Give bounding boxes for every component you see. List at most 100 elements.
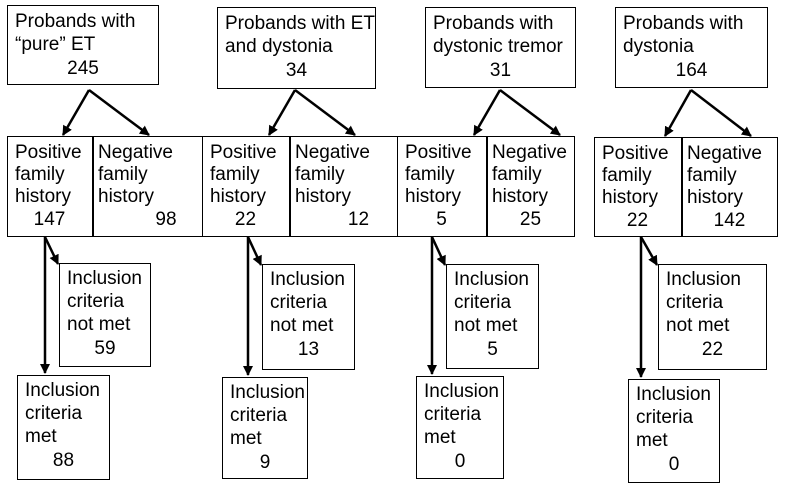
- proband-label-line2: “pure” ET: [15, 34, 96, 55]
- arrow-to-criteria-not-met: [43, 236, 60, 265]
- met-count: 0: [454, 451, 466, 472]
- positive-label-line2: family: [602, 165, 652, 186]
- met-count: 88: [52, 450, 75, 471]
- met-label-line1: Inclusion: [25, 380, 100, 401]
- positive-label-line3: history: [210, 186, 266, 207]
- not-met-label-line1: Inclusion: [270, 269, 345, 290]
- proband-count: 31: [489, 60, 512, 81]
- family-history-box-4: [594, 137, 778, 237]
- negative-label-line2: family: [687, 165, 737, 186]
- negative-label-line3: history: [687, 187, 743, 208]
- proband-label-line1: Probands with: [433, 13, 554, 34]
- family-history-divider: [92, 136, 94, 237]
- negative-label-line1: Negative: [98, 142, 173, 163]
- criteria-met-box-1: [17, 375, 110, 480]
- not-met-label-line1: Inclusion: [67, 268, 142, 289]
- positive-label-line1: Positive: [602, 143, 669, 164]
- arrow-to-positive: [663, 89, 693, 137]
- met-label-line1: Inclusion: [230, 382, 305, 403]
- negative-label-line2: family: [492, 164, 542, 185]
- criteria-not-met-box-4: [658, 264, 767, 370]
- proband-box-3: [425, 7, 576, 88]
- negative-label-line2: family: [295, 164, 345, 185]
- met-count: 9: [259, 452, 271, 473]
- not-met-label-line3: not met: [270, 315, 334, 336]
- proband-count: 34: [285, 60, 308, 81]
- positive-label-line3: history: [15, 186, 71, 207]
- arrow-to-criteria-not-met: [639, 236, 659, 266]
- met-label-line3: met: [25, 426, 57, 447]
- proband-box-4: [615, 7, 768, 88]
- positive-label-line1: Positive: [210, 142, 277, 163]
- positive-label-line1: Positive: [405, 142, 472, 163]
- positive-count: 22: [626, 210, 649, 231]
- family-history-divider: [486, 136, 488, 237]
- family-history-box-2: [202, 136, 428, 237]
- arrow-to-criteria-not-met: [430, 236, 447, 266]
- negative-label-line2: family: [98, 164, 148, 185]
- not-met-count: 59: [94, 338, 116, 359]
- met-label-line1: Inclusion: [424, 381, 499, 402]
- arrow-to-positive: [472, 89, 502, 136]
- negative-label-line1: Negative: [492, 142, 567, 163]
- not-met-count: 22: [701, 339, 724, 360]
- positive-label-line2: family: [405, 164, 455, 185]
- met-label-line2: criteria: [636, 407, 694, 428]
- met-label-line3: met: [230, 428, 262, 449]
- criteria-met-box-4: [628, 379, 720, 483]
- negative-label-line1: Negative: [687, 143, 762, 164]
- criteria-not-met-box-1: [59, 263, 151, 367]
- positive-label-line1: Positive: [15, 142, 82, 163]
- not-met-label-line2: criteria: [454, 292, 512, 313]
- met-label-line3: met: [424, 427, 456, 448]
- arrow-to-negative: [88, 89, 150, 136]
- positive-label-line2: family: [15, 164, 65, 185]
- proband-count: 164: [675, 60, 708, 81]
- not-met-label-line2: criteria: [270, 292, 328, 313]
- negative-label-line3: history: [98, 186, 154, 207]
- arrow-to-positive: [267, 89, 297, 136]
- not-met-label-line3: not met: [67, 314, 131, 335]
- criteria-met-box-2: [222, 377, 308, 479]
- proband-count: 245: [67, 58, 99, 79]
- met-count: 0: [668, 454, 680, 475]
- met-label-line3: met: [636, 430, 668, 451]
- not-met-label-line3: not met: [454, 315, 518, 336]
- met-label-line2: criteria: [424, 404, 482, 425]
- proband-label-line2: dystonic tremor: [433, 36, 563, 57]
- family-history-divider: [289, 136, 291, 237]
- met-label-line1: Inclusion: [636, 384, 711, 405]
- not-met-count: 5: [487, 339, 498, 360]
- proband-box-2: [217, 7, 376, 89]
- proband-label-line1: Probands with ET: [225, 13, 375, 34]
- proband-label-line1: Probands with: [623, 13, 744, 34]
- arrow-to-positive: [61, 89, 91, 136]
- criteria-not-met-box-3: [446, 264, 539, 369]
- positive-label-line3: history: [405, 186, 461, 207]
- met-label-line2: criteria: [25, 403, 83, 424]
- criteria-not-met-box-2: [262, 264, 355, 370]
- not-met-label-line1: Inclusion: [666, 269, 741, 290]
- proband-label-line2: and dystonia: [225, 36, 333, 57]
- arrow-to-criteria-not-met: [246, 236, 263, 266]
- not-met-label-line3: not met: [666, 315, 730, 336]
- negative-count: 12: [347, 209, 370, 230]
- proband-label-line2: dystonia: [623, 36, 694, 57]
- not-met-label-line2: criteria: [67, 291, 125, 312]
- arrow-to-negative: [294, 89, 356, 136]
- proband-box-1: [7, 5, 159, 85]
- negative-count: 142: [713, 210, 746, 231]
- family-history-divider: [681, 137, 683, 237]
- positive-count: 147: [33, 209, 66, 230]
- positive-count: 5: [436, 209, 447, 230]
- not-met-label-line1: Inclusion: [454, 269, 529, 290]
- negative-count: 98: [155, 209, 177, 230]
- not-met-count: 13: [297, 339, 320, 360]
- negative-label-line3: history: [295, 186, 351, 207]
- not-met-label-line2: criteria: [666, 292, 724, 313]
- negative-count: 25: [519, 209, 542, 230]
- positive-label-line2: family: [210, 164, 260, 185]
- criteria-met-box-3: [416, 376, 504, 479]
